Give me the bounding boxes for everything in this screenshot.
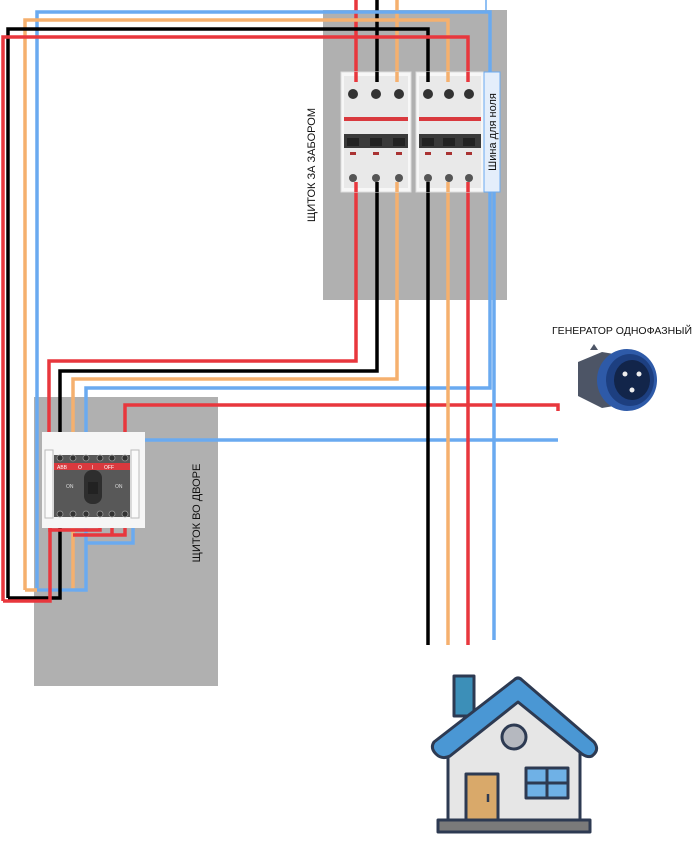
wire-red-loop-top bbox=[1, 35, 470, 601]
wires bbox=[1, 0, 560, 645]
breaker-2[interactable] bbox=[415, 71, 485, 193]
wire-blue-bus-switch bbox=[84, 185, 492, 455]
wire-orange-loop-top bbox=[23, 18, 450, 590]
switch-on-right: ON bbox=[115, 484, 123, 490]
wire-red-generator bbox=[123, 403, 560, 443]
breaker-poles bbox=[419, 76, 481, 188]
generator-label: ГЕНЕРАТОР ОДНОФАЗНЫЙ bbox=[552, 325, 692, 337]
wire-black-loop-bottom bbox=[8, 520, 62, 600]
switch-on-left: ON bbox=[66, 484, 74, 490]
breaker-1[interactable] bbox=[340, 71, 412, 193]
switch-pos-0: O bbox=[78, 465, 82, 471]
wire-blue-loop-top bbox=[35, 10, 492, 590]
breaker-wire-stubs bbox=[354, 72, 470, 192]
switch-brand: ABB bbox=[57, 465, 68, 471]
wire-orange-breaker1-switch bbox=[71, 185, 399, 455]
changeover-switch[interactable]: ABB O I OFF ON ON bbox=[44, 449, 140, 519]
panel-yard-label: ЩИТОК ВО ДВОРЕ bbox=[191, 464, 203, 563]
wire-red-breaker1-switch bbox=[47, 185, 358, 455]
breaker-poles bbox=[344, 76, 408, 188]
switch-pos-off: OFF bbox=[104, 465, 114, 471]
neutral-bus-label: Шина для ноля bbox=[487, 93, 499, 171]
wire-black-breaker1-switch bbox=[58, 185, 379, 455]
house-icon bbox=[430, 674, 599, 834]
panel-fence-label: ЩИТОК ЗА ЗАБОРОМ bbox=[306, 108, 318, 222]
neutral-bus[interactable]: Шина для ноля bbox=[483, 71, 501, 193]
switch-pos-1: I bbox=[92, 465, 93, 471]
wire-red-loop-bottom bbox=[3, 520, 52, 603]
switch-terminals bbox=[56, 454, 129, 518]
power-plug-icon bbox=[578, 344, 657, 411]
wire-black-loop-top bbox=[6, 27, 430, 598]
